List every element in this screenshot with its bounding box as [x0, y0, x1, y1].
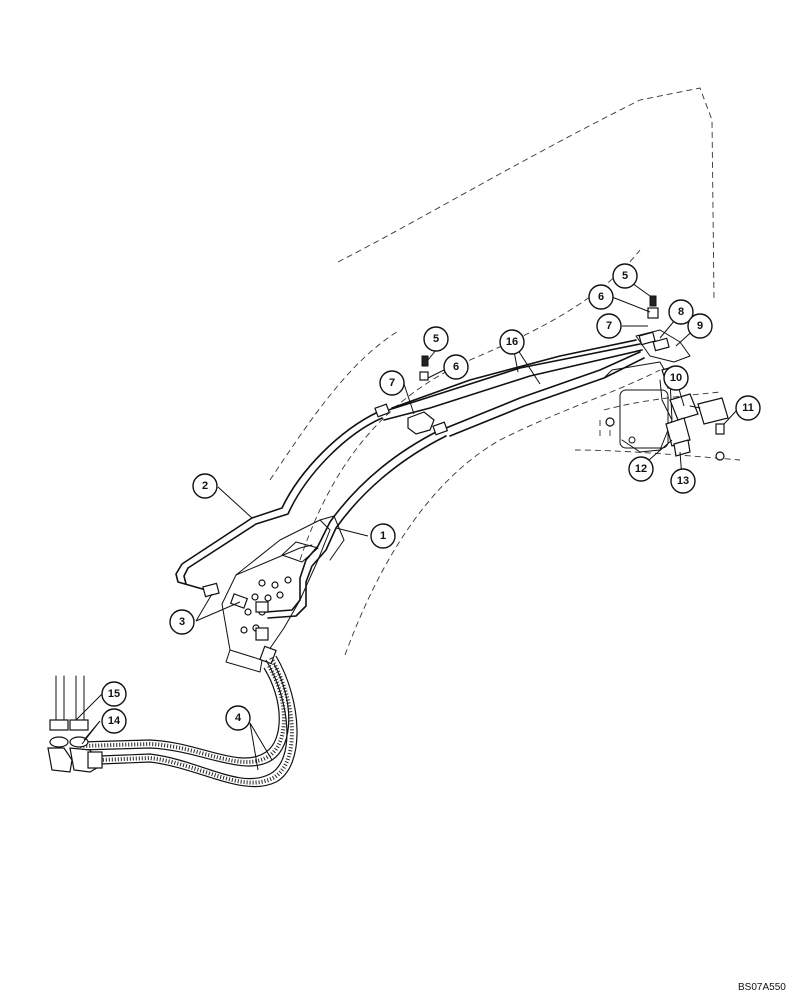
callout-1-label: 1	[380, 530, 386, 542]
callout-15-label: 15	[108, 688, 120, 700]
callout-16-label: 16	[506, 336, 518, 348]
leader-lines	[75, 277, 738, 771]
left-end-fittings	[47, 675, 103, 773]
callout-13-label: 13	[677, 475, 689, 487]
callout-13: 13	[670, 468, 696, 494]
callout-12: 12	[628, 456, 654, 482]
figure-code: BS07A550	[738, 982, 786, 993]
callout-4: 4	[225, 705, 251, 731]
callout-10-label: 10	[670, 372, 682, 384]
callout-10: 10	[663, 365, 689, 391]
callout-12-label: 12	[635, 463, 647, 475]
callout-11: 11	[735, 395, 761, 421]
callout-15: 15	[101, 681, 127, 707]
callout-7-boom: 7	[379, 370, 405, 396]
callout-5-boom-label: 5	[433, 333, 439, 345]
callout-2: 2	[192, 473, 218, 499]
callout-7-boom-label: 7	[389, 377, 395, 389]
callout-8-label: 8	[678, 306, 684, 318]
callout-5-boom: 5	[423, 326, 449, 352]
callout-4-label: 4	[235, 712, 242, 724]
callout-3: 3	[169, 609, 195, 635]
callout-6-boom-label: 6	[453, 361, 459, 373]
callout-6-boom: 6	[443, 354, 469, 380]
callout-6-end: 6	[588, 284, 614, 310]
callout-11-label: 11	[742, 402, 754, 414]
tube-2	[175, 343, 643, 591]
callout-9-label: 9	[697, 320, 703, 332]
callout-14: 14	[101, 708, 127, 734]
callout-8: 8	[668, 299, 694, 325]
callout-9: 9	[687, 313, 713, 339]
callout-7-end: 7	[596, 313, 622, 339]
valve-fittings	[659, 365, 729, 461]
callout-7-end-label: 7	[606, 320, 612, 332]
hoses-4	[79, 655, 298, 788]
callout-2-label: 2	[202, 480, 208, 492]
end-block	[603, 295, 691, 453]
tube-16	[391, 339, 637, 409]
callout-6-end-label: 6	[598, 291, 604, 303]
manifold-plate	[221, 515, 345, 673]
boom-fittings	[202, 355, 449, 665]
callout-5-end-label: 5	[622, 270, 628, 282]
callout-16: 16	[499, 329, 525, 355]
callout-5-end: 5	[612, 263, 638, 289]
tube-1	[265, 351, 645, 619]
callout-14-label: 14	[108, 715, 121, 727]
callout-3-label: 3	[179, 616, 185, 628]
callout-1: 1	[370, 523, 396, 549]
